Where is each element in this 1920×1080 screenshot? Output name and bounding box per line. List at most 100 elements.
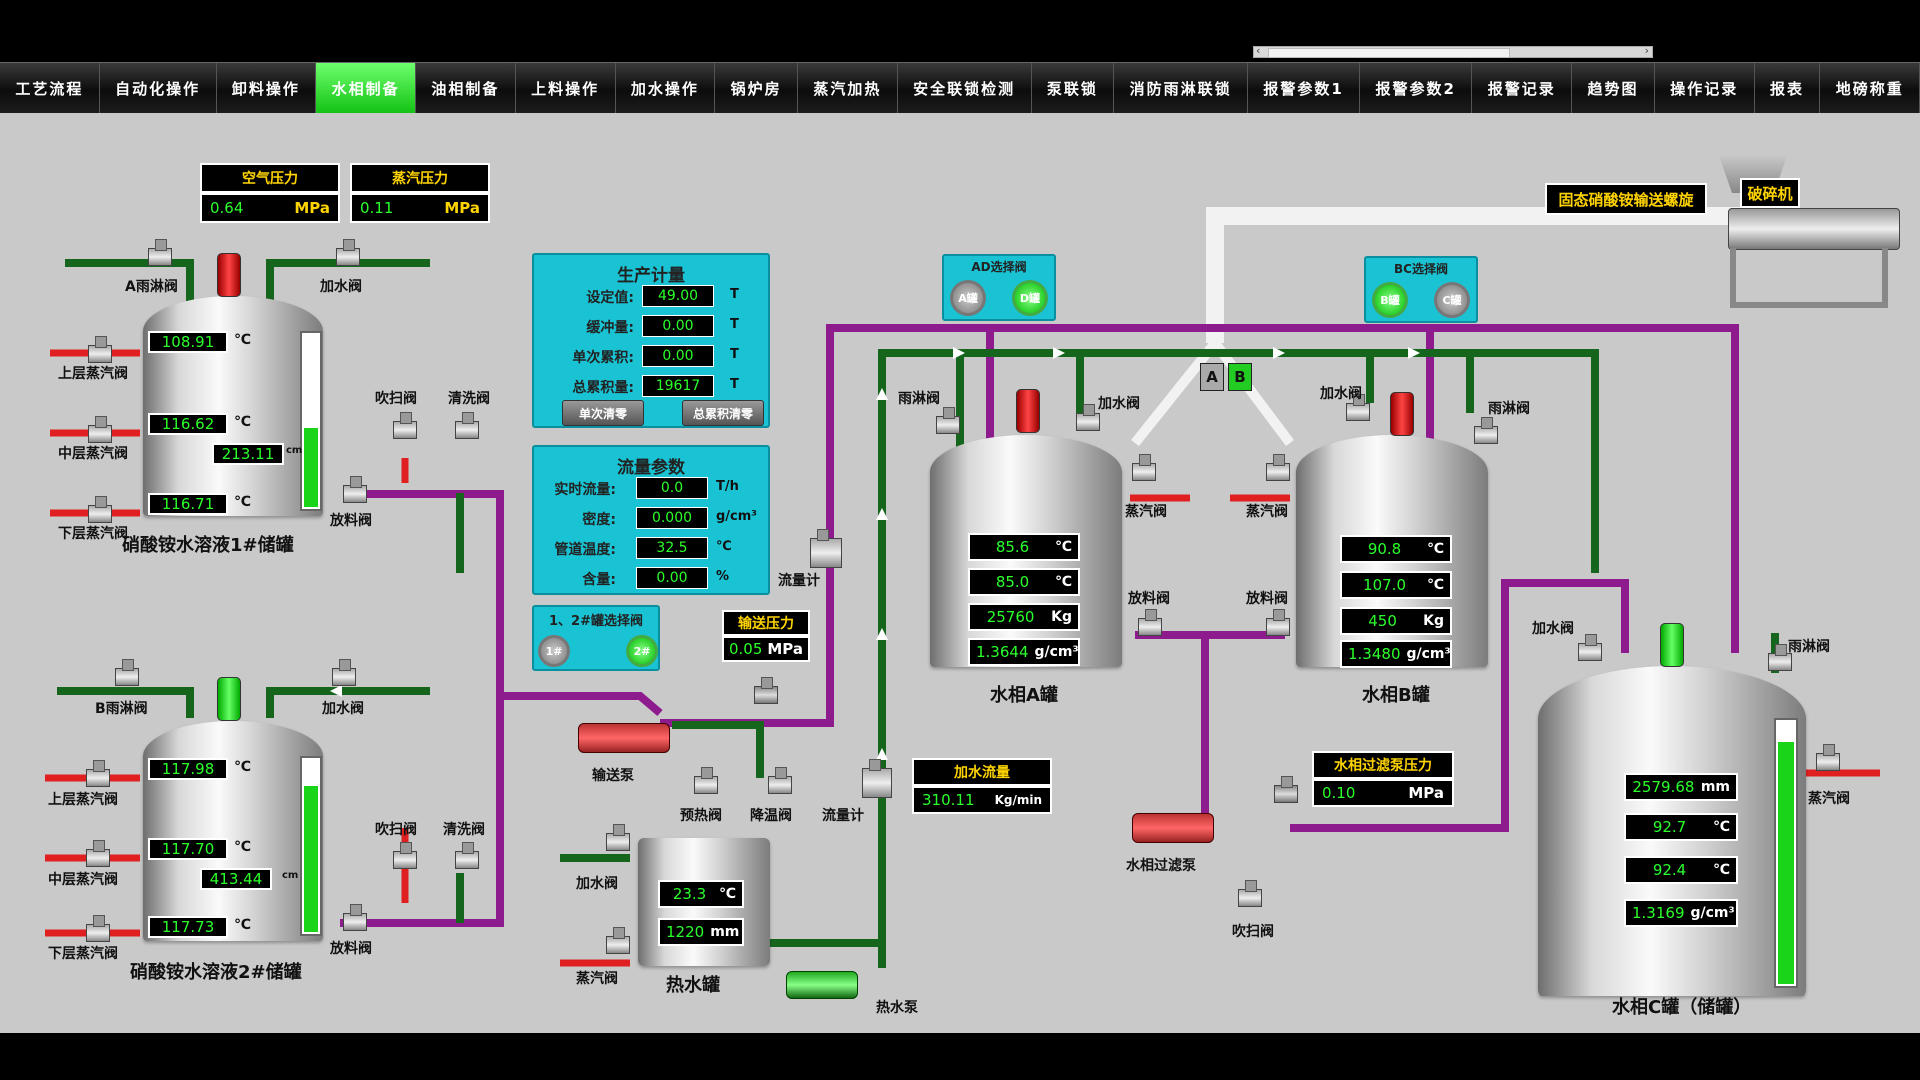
tab-0[interactable]: 工艺流程 bbox=[0, 63, 100, 113]
tank1-blow-valve[interactable] bbox=[393, 412, 417, 439]
storage-tank-1 bbox=[143, 296, 323, 516]
tab-12[interactable]: 报警参数1 bbox=[1248, 63, 1361, 113]
water-flow-title: 加水流量 bbox=[912, 758, 1052, 786]
tank-c-steam-valve[interactable] bbox=[1816, 744, 1840, 771]
tank-selector-panel: 1、2#罐选择阀 1# 2# bbox=[532, 605, 660, 671]
tab-5[interactable]: 上料操作 bbox=[516, 63, 616, 113]
flow-rate-unit: T/h bbox=[716, 479, 739, 494]
tank1-discharge-valve[interactable] bbox=[343, 476, 367, 503]
preheat-valve[interactable] bbox=[694, 767, 718, 794]
tab-11[interactable]: 消防雨淋联锁 bbox=[1114, 63, 1248, 113]
flowmeter-1 bbox=[810, 529, 842, 568]
tank2-clean-valve[interactable] bbox=[455, 842, 479, 869]
scroll-right-arrow-icon[interactable]: › bbox=[1644, 44, 1649, 57]
tank1-discharge-label: 放料阀 bbox=[330, 513, 372, 529]
hot-tank-add-water-valve[interactable] bbox=[606, 824, 630, 851]
tank-b-steam-label: 蒸汽阀 bbox=[1246, 504, 1288, 520]
tank-a-steam-valve[interactable] bbox=[1132, 454, 1156, 481]
tank2-discharge-valve[interactable] bbox=[343, 904, 367, 931]
switch-a-button[interactable]: A bbox=[1200, 363, 1224, 391]
tab-8[interactable]: 蒸汽加热 bbox=[798, 63, 898, 113]
air-pressure-number: 0.64 bbox=[210, 199, 244, 217]
tank2-temp-lower-value: 117.73 bbox=[161, 918, 215, 936]
horizontal-scrollbar[interactable]: ‹ › bbox=[1253, 44, 1653, 58]
tab-9[interactable]: 安全联锁检测 bbox=[898, 63, 1032, 113]
crusher-icon[interactable] bbox=[1728, 208, 1900, 250]
tank2-rain-valve[interactable] bbox=[115, 659, 139, 686]
select-tank1-button[interactable]: 1# bbox=[538, 635, 570, 667]
tab-1[interactable]: 自动化操作 bbox=[100, 63, 217, 113]
tank-c-add-water-valve[interactable] bbox=[1578, 634, 1602, 661]
tank-b-add-water-valve[interactable] bbox=[1346, 394, 1370, 421]
tank-c-unit-2: ℃ bbox=[1713, 862, 1730, 878]
select-c-tank-button[interactable]: C罐 bbox=[1434, 282, 1470, 318]
filter-pump-icon[interactable] bbox=[1132, 813, 1214, 843]
tank1-rain-valve[interactable] bbox=[148, 239, 172, 266]
tank2-name: 硝酸铵水溶液2#储罐 bbox=[130, 962, 302, 983]
transfer-pump-icon[interactable] bbox=[578, 723, 670, 753]
hot-water-pump-icon[interactable] bbox=[786, 971, 858, 999]
tab-6[interactable]: 加水操作 bbox=[616, 63, 716, 113]
select-tank2-button[interactable]: 2# bbox=[626, 635, 658, 667]
transfer-pressure-title: 输送压力 bbox=[722, 610, 810, 636]
flow-row-content: 含量: bbox=[534, 567, 616, 591]
tank2-mid-steam-valve[interactable] bbox=[86, 840, 110, 867]
tab-17[interactable]: 报表 bbox=[1755, 63, 1821, 113]
select-d-tank-button[interactable]: D罐 bbox=[1012, 280, 1048, 316]
cool-valve[interactable] bbox=[768, 767, 792, 794]
tank-c-rain-valve[interactable] bbox=[1768, 644, 1792, 671]
flowmeter-2 bbox=[862, 759, 892, 798]
tank2-blow-valve[interactable] bbox=[393, 842, 417, 869]
tank-a-name: 水相A罐 bbox=[990, 685, 1058, 706]
tank-a-rain-valve[interactable] bbox=[936, 407, 960, 434]
select-b-tank-button[interactable]: B罐 bbox=[1372, 282, 1408, 318]
tab-7[interactable]: 锅炉房 bbox=[715, 63, 798, 113]
tank1-clean-label: 清洗阀 bbox=[448, 391, 490, 407]
tab-14[interactable]: 报警记录 bbox=[1472, 63, 1573, 113]
tank2-level-value: 413.44 bbox=[209, 870, 263, 888]
tab-3[interactable]: 水相制备 bbox=[316, 63, 416, 113]
tank2-add-water-valve[interactable] bbox=[332, 659, 356, 686]
hot-tank-steam-valve[interactable] bbox=[606, 927, 630, 954]
tank2-level-unit: cm bbox=[282, 870, 299, 881]
tank2-lower-steam-valve[interactable] bbox=[86, 915, 110, 942]
tank1-upper-steam-valve[interactable] bbox=[88, 336, 112, 363]
tank-b-value-1: 107.0 bbox=[1363, 576, 1406, 594]
filter-blow-valve[interactable] bbox=[1238, 880, 1262, 907]
tab-16[interactable]: 操作记录 bbox=[1655, 63, 1755, 113]
tab-10[interactable]: 泵联锁 bbox=[1032, 63, 1115, 113]
tab-4[interactable]: 油相制备 bbox=[416, 63, 516, 113]
tank2-add-water-label: 加水阀 bbox=[322, 701, 364, 717]
single-reset-button[interactable]: 单次清零 bbox=[562, 400, 644, 426]
hot-tank-temp: 23.3℃ bbox=[658, 880, 744, 908]
tank1-clean-valve[interactable] bbox=[455, 412, 479, 439]
tank2-lower-steam-label: 下层蒸汽阀 bbox=[48, 946, 118, 962]
tank-b-name: 水相B罐 bbox=[1362, 685, 1430, 706]
tank-b-steam-valve[interactable] bbox=[1266, 454, 1290, 481]
water-flow-number: 310.11 bbox=[922, 791, 975, 809]
tank-b-discharge-valve[interactable] bbox=[1266, 609, 1290, 636]
tank1-temp-upper: 108.91 bbox=[148, 331, 228, 353]
tab-13[interactable]: 报警参数2 bbox=[1360, 63, 1473, 113]
tab-15[interactable]: 趋势图 bbox=[1572, 63, 1655, 113]
tank-b-rain-valve[interactable] bbox=[1474, 417, 1498, 444]
tank-a-add-water-valve[interactable] bbox=[1076, 404, 1100, 431]
switch-b-button[interactable]: B bbox=[1228, 363, 1252, 391]
tab-2[interactable]: 卸料操作 bbox=[217, 63, 317, 113]
tank1-mid-steam-valve[interactable] bbox=[88, 416, 112, 443]
tank-a-discharge-valve[interactable] bbox=[1138, 609, 1162, 636]
total-reset-button[interactable]: 总累积清零 bbox=[682, 400, 764, 426]
tank2-upper-steam-valve[interactable] bbox=[86, 760, 110, 787]
tank-c-value-2: 92.4 bbox=[1652, 861, 1687, 879]
tank1-add-water-valve[interactable] bbox=[336, 239, 360, 266]
scroll-thumb[interactable] bbox=[1268, 48, 1510, 58]
tank1-lower-steam-valve[interactable] bbox=[88, 496, 112, 523]
select-a-tank-button[interactable]: A罐 bbox=[950, 280, 986, 316]
flow-row-rate: 实时流量: bbox=[534, 477, 616, 501]
scroll-left-arrow-icon[interactable]: ‹ bbox=[1256, 44, 1261, 57]
tab-18[interactable]: 地磅称重 bbox=[1820, 63, 1920, 113]
tank2-temp-lower: 117.73 bbox=[148, 916, 228, 938]
selector12-title: 1、2#罐选择阀 bbox=[549, 614, 643, 629]
